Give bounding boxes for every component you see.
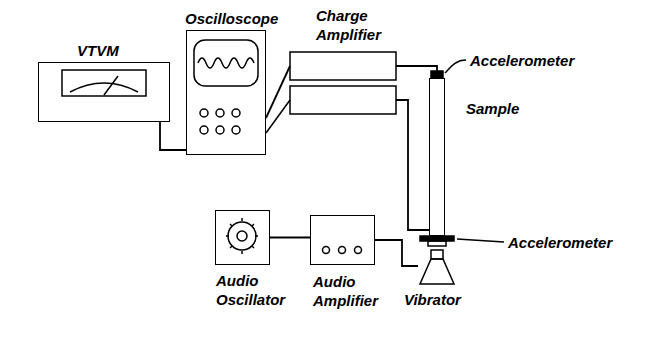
meter-needle	[104, 76, 118, 95]
scope-knob	[200, 126, 208, 134]
node-label: Oscilloscope	[185, 9, 295, 28]
vibrator-symbol: Vibrator	[418, 246, 456, 286]
scope-knob	[232, 126, 240, 134]
oscillator-dial	[228, 222, 256, 250]
node-label: Sample	[466, 99, 546, 118]
amplifier-group: Charge Amplifier	[290, 52, 396, 114]
part-label: Accelerometer	[508, 233, 628, 252]
node-label: Audio Amplifier	[313, 272, 397, 310]
signal-wire	[266, 66, 290, 118]
signal-wire	[266, 100, 290, 133]
scope-knob	[200, 109, 208, 117]
node-label: Vibrator	[404, 290, 494, 309]
node-label: Audio Oscillator	[216, 271, 300, 309]
amplifier-knob	[355, 247, 362, 254]
instrument-box: Oscilloscope	[186, 30, 266, 155]
node-label: VTVM	[77, 41, 167, 60]
accelerometer-symbol	[428, 241, 446, 246]
meter-scale	[70, 83, 138, 92]
signal-wire	[396, 100, 429, 230]
amplifier-knob	[323, 247, 330, 254]
vibrator-cone	[420, 259, 454, 284]
instrument-box: Audio Amplifier	[310, 215, 375, 265]
scope-screen	[194, 40, 258, 86]
signal-wire	[375, 240, 418, 266]
accelerometer-symbol	[431, 71, 443, 78]
node-label: Charge Amplifier	[316, 6, 400, 44]
scope-trace	[198, 58, 254, 68]
part-label: Accelerometer	[470, 51, 590, 70]
scope-knob	[232, 109, 240, 117]
scope-knob	[216, 126, 224, 134]
leader-line	[457, 239, 504, 242]
leader-line	[445, 60, 466, 73]
signal-wire	[270, 237, 310, 239]
amplifier-box	[290, 52, 396, 80]
dial-ticks	[226, 218, 258, 254]
meter-window	[62, 70, 146, 96]
amplifier-box	[290, 86, 396, 114]
instrument-box: VTVM	[38, 62, 170, 122]
amplifier-knob	[339, 247, 346, 254]
instrument-box: Audio Oscillator	[215, 210, 270, 265]
oscillator-dial-hub	[237, 231, 247, 241]
scope-knob	[216, 109, 224, 117]
vibrator-magnet	[431, 250, 443, 259]
signal-wire	[160, 122, 186, 150]
sample-column: Sample	[429, 78, 445, 236]
